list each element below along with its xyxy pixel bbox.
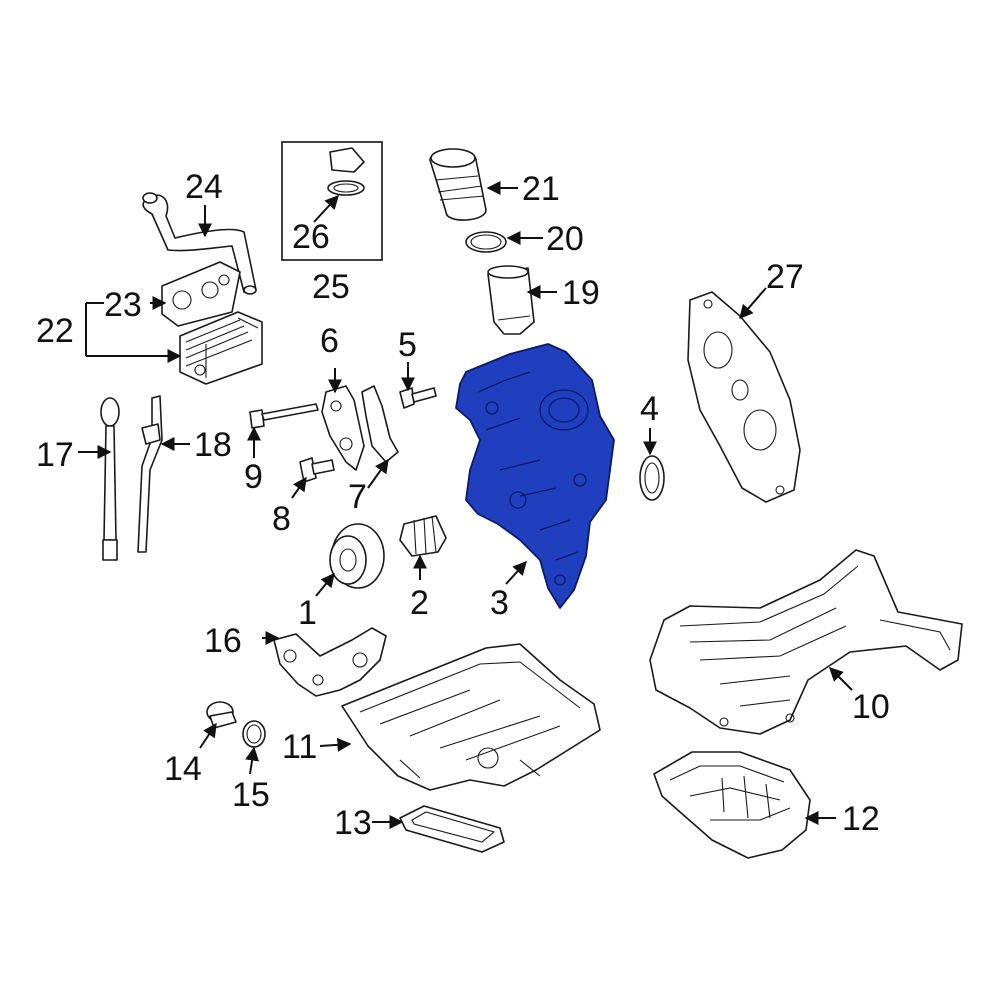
callout-14: 14 (164, 750, 202, 788)
part-8-bolt[interactable] (299, 457, 335, 483)
part-7-bracket[interactable] (361, 385, 399, 463)
part-21-oil-filter-cap[interactable] (429, 148, 487, 221)
part-10-oil-pan[interactable] (649, 549, 963, 735)
callout-11: 11 (282, 728, 317, 766)
callout-4: 4 (640, 390, 659, 428)
callout-3: 3 (490, 584, 509, 622)
callout-6: 6 (320, 322, 339, 360)
callout-22: 22 (36, 312, 74, 350)
callout-8: 8 (272, 500, 291, 538)
callout-15: 15 (232, 776, 270, 814)
callout-labels: 24 23 22 26 25 21 20 19 27 6 5 4 17 18 9… (36, 168, 890, 842)
part-14-bushing[interactable] (206, 701, 237, 729)
callout-7: 7 (348, 478, 367, 516)
part-26-filler-cap[interactable] (327, 147, 365, 196)
callout-23: 23 (104, 286, 142, 324)
callout-20: 20 (546, 220, 584, 258)
part-2-bellows[interactable] (399, 515, 447, 557)
part-22-oil-cooler[interactable] (179, 311, 263, 385)
part-6-bracket[interactable] (321, 385, 365, 471)
part-18-dipstick-tube[interactable] (137, 395, 163, 553)
part-11-upper-oil-pan[interactable] (341, 643, 601, 791)
callout-9: 9 (244, 458, 263, 496)
callout-25: 25 (312, 268, 350, 306)
part-19-oil-filter-element[interactable] (487, 265, 535, 335)
callout-1: 1 (298, 594, 317, 632)
callout-18: 18 (194, 426, 232, 464)
callout-2: 2 (410, 584, 429, 622)
leader-lines (78, 181, 853, 829)
part-17-dipstick[interactable] (100, 397, 120, 561)
part-23-oil-cooler-gasket[interactable] (161, 261, 241, 327)
callout-17: 17 (36, 436, 74, 474)
callout-13: 13 (334, 804, 372, 842)
part-20-o-ring[interactable] (465, 231, 507, 253)
part-1-pulley[interactable] (329, 523, 385, 589)
part-12-lower-oil-pan[interactable] (653, 751, 811, 859)
callout-24: 24 (185, 168, 223, 206)
part-25-kit-box (281, 141, 383, 261)
callout-26: 26 (292, 218, 330, 256)
callout-10: 10 (852, 688, 890, 726)
callout-27: 27 (766, 258, 804, 296)
part-13-oil-pan-gasket[interactable] (399, 805, 505, 853)
part-4-seal[interactable] (639, 455, 665, 501)
callout-5: 5 (398, 326, 417, 364)
callout-21: 21 (522, 170, 560, 208)
part-3-timing-cover[interactable] (455, 343, 615, 609)
part-27-gasket[interactable] (687, 291, 801, 503)
part-15-o-ring[interactable] (242, 720, 266, 748)
callout-12: 12 (842, 800, 880, 838)
callout-19: 19 (562, 274, 600, 312)
part-16-mount-bracket[interactable] (273, 627, 387, 697)
part-9-bolt[interactable] (249, 403, 319, 429)
part-24-breather-hose[interactable] (142, 192, 257, 295)
part-5-bolt[interactable] (399, 387, 437, 409)
callout-16: 16 (204, 622, 242, 660)
